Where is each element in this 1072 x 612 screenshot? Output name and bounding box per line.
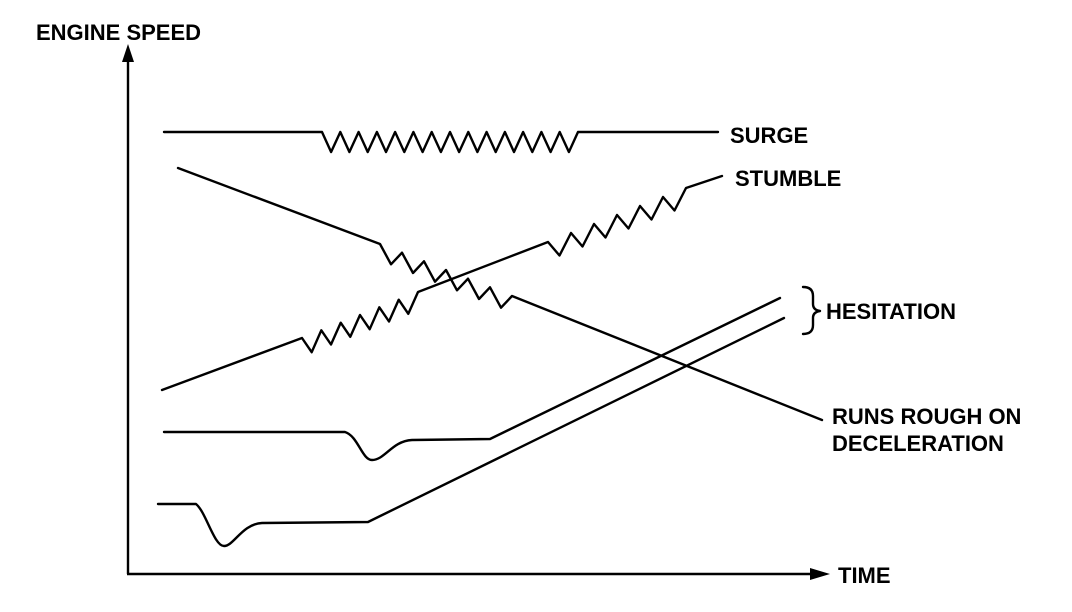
axes bbox=[122, 44, 830, 580]
hesitation-label: HESITATION bbox=[826, 299, 956, 324]
y-axis-arrowhead bbox=[122, 44, 134, 62]
surge-curve bbox=[162, 130, 720, 154]
curves bbox=[156, 130, 824, 548]
x-axis-label: TIME bbox=[838, 563, 891, 588]
stumble-curve bbox=[160, 174, 724, 392]
surge-label: SURGE bbox=[730, 123, 808, 148]
hesitation-curve-upper bbox=[162, 296, 782, 462]
rough-label-line2: DECELERATION bbox=[832, 431, 1004, 456]
hesitation-brace bbox=[801, 285, 822, 336]
rough-deceleration-curve bbox=[176, 166, 824, 422]
x-axis-arrowhead bbox=[810, 568, 830, 580]
y-axis-label: ENGINE SPEED bbox=[36, 20, 201, 45]
hesitation-curve-lower bbox=[156, 316, 786, 548]
stumble-label: STUMBLE bbox=[735, 166, 841, 191]
rough-label-line1: RUNS ROUGH ON bbox=[832, 404, 1021, 429]
